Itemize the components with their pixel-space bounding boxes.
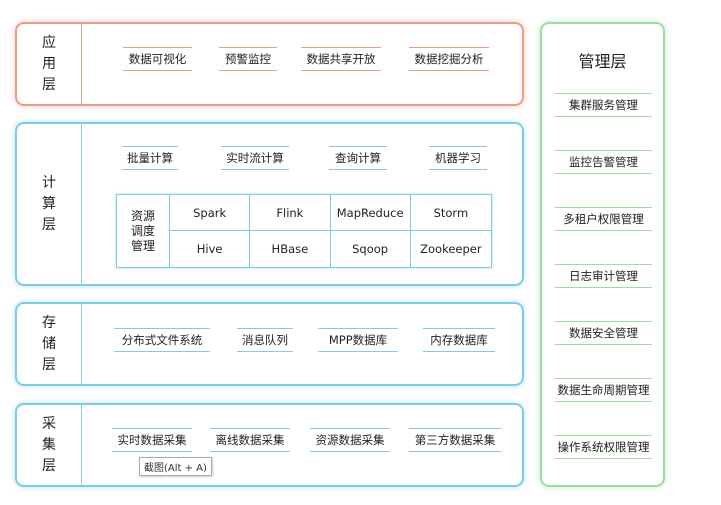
screenshot-tooltip: 截图(Alt + A) bbox=[139, 457, 212, 476]
rs-cell-zookeeper: Zookeeper bbox=[420, 242, 482, 256]
compute-layer-title: 计算层 bbox=[42, 174, 56, 233]
collection-item-resource: 资源数据采集 bbox=[310, 428, 390, 452]
compute-item-query: 查询计算 bbox=[329, 146, 387, 170]
mgmt-item-log-audit: 日志审计管理 bbox=[555, 264, 652, 288]
app-item-data-mining: 数据挖掘分析 bbox=[409, 47, 489, 71]
rs-cell-hbase: HBase bbox=[250, 231, 331, 267]
storage-item-mpp-db: MPP数据库 bbox=[318, 328, 398, 352]
app-item-alert-monitoring: 预警监控 bbox=[219, 47, 277, 71]
storage-item-memory-db: 内存数据库 bbox=[423, 328, 495, 352]
rs-cell-sqoop: Sqoop bbox=[331, 231, 411, 267]
application-layer-panel: 应用层 数据可视化 预警监控 数据共享开放 数据挖掘分析 bbox=[15, 22, 524, 106]
rs-cell-flink: Flink bbox=[250, 195, 331, 231]
collection-layer-panel: 采集层 实时数据采集 离线数据采集 资源数据采集 第三方数据采集 bbox=[15, 403, 524, 487]
application-layer-label: 应用层 bbox=[17, 24, 82, 104]
mgmt-item-cluster-service: 集群服务管理 bbox=[555, 93, 652, 117]
app-item-visualization: 数据可视化 bbox=[123, 47, 192, 71]
compute-item-batch: 批量计算 bbox=[122, 146, 178, 170]
management-layer-title: 管理层 bbox=[578, 52, 627, 71]
resource-scheduling-title: 资源调度管理 bbox=[130, 208, 155, 253]
app-item-data-sharing: 数据共享开放 bbox=[301, 47, 381, 71]
rs-cell-hive: Hive bbox=[170, 231, 251, 267]
collection-item-realtime: 实时数据采集 bbox=[112, 428, 192, 452]
management-layer-panel: 管理层 集群服务管理 监控告警管理 多租户权限管理 日志审计管理 数据安全管理 … bbox=[540, 22, 665, 487]
resource-scheduling-label: 资源调度管理 bbox=[117, 195, 170, 267]
storage-item-message-queue: 消息队列 bbox=[237, 328, 293, 352]
rs-cell-spark: Spark bbox=[170, 195, 251, 231]
mgmt-item-multi-tenant: 多租户权限管理 bbox=[555, 207, 652, 231]
collection-layer-title: 采集层 bbox=[42, 415, 56, 474]
compute-item-stream: 实时流计算 bbox=[221, 146, 289, 170]
mgmt-item-os-permission: 操作系统权限管理 bbox=[555, 435, 652, 459]
compute-layer-label: 计算层 bbox=[17, 124, 82, 284]
collection-item-third-party: 第三方数据采集 bbox=[409, 428, 501, 452]
compute-item-ml: 机器学习 bbox=[429, 146, 487, 170]
rs-cell-mapreduce: MapReduce bbox=[330, 195, 411, 231]
collection-layer-label: 采集层 bbox=[17, 405, 82, 485]
storage-layer-label: 存储层 bbox=[17, 304, 82, 384]
mgmt-item-monitoring-alert: 监控告警管理 bbox=[555, 150, 652, 174]
collection-item-offline: 离线数据采集 bbox=[210, 428, 290, 452]
mgmt-item-data-lifecycle: 数据生命周期管理 bbox=[555, 378, 652, 402]
resource-scheduling-table: 资源调度管理 Spark Flink MapReduce Storm Hive … bbox=[116, 194, 492, 268]
storage-layer-panel: 存储层 分布式文件系统 消息队列 MPP数据库 内存数据库 bbox=[15, 302, 524, 386]
rs-cell-storm: Storm bbox=[410, 195, 491, 231]
resource-scheduling-grid: Spark Flink MapReduce Storm Hive HBase S… bbox=[170, 195, 491, 267]
mgmt-item-data-security: 数据安全管理 bbox=[555, 321, 652, 345]
application-layer-title: 应用层 bbox=[42, 34, 56, 93]
storage-layer-title: 存储层 bbox=[42, 314, 56, 373]
compute-layer-panel: 计算层 批量计算 实时流计算 查询计算 机器学习 资源调度管理 Spark Fl… bbox=[15, 122, 524, 286]
storage-item-dfs: 分布式文件系统 bbox=[114, 328, 210, 352]
